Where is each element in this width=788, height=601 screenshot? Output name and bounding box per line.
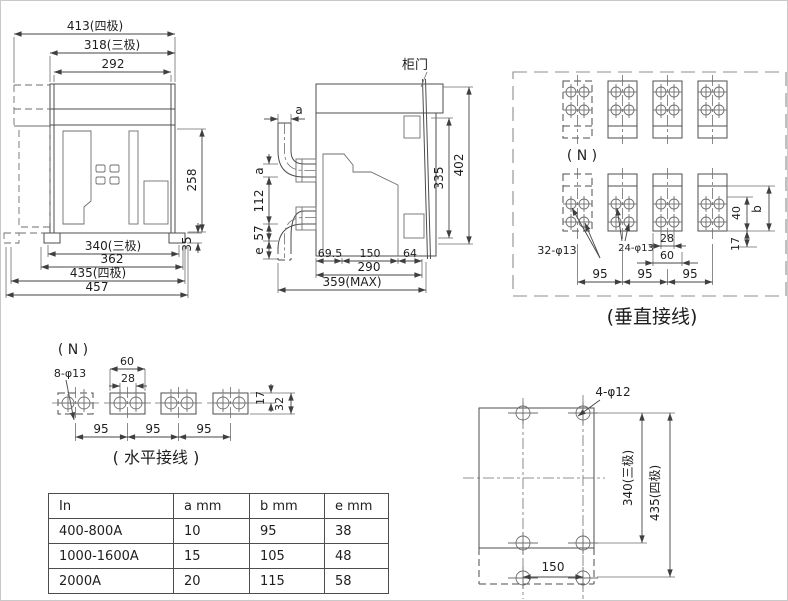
dim-28: 28 (121, 372, 135, 385)
dim-435-4pole: 435(四极) (648, 465, 662, 521)
dim-28: 28 (660, 232, 674, 245)
dim-57: 57 (252, 225, 266, 240)
horizontal-wiring-view: ( N ) 8-φ13 (52, 342, 295, 467)
hole-callout-8xd13: 8-φ13 (54, 367, 86, 380)
cell-b: 115 (249, 568, 325, 594)
dim-17: 17 (729, 237, 742, 251)
neutral-pole-label: ( N ) (58, 342, 88, 358)
dim-258: 258 (185, 169, 199, 192)
dim-359-max: 359(MAX) (322, 275, 381, 289)
cell-a: 20 (173, 568, 250, 594)
spec-table-header-row: In a mm b mm e mm (48, 493, 389, 519)
col-header-e: e mm (324, 493, 389, 519)
neutral-pole-label: ( N ) (567, 148, 597, 164)
dim-60: 60 (120, 355, 134, 368)
cell-b: 95 (249, 518, 325, 544)
horizontal-wiring-caption: ( 水平接线 ) (113, 448, 200, 467)
dim-64: 64 (403, 247, 417, 260)
dim-95-3: 95 (682, 267, 697, 281)
mounting-view: 4-φ12 340(三极) 435(四极) 150 (463, 385, 675, 599)
cabinet-door-label: 柜门 (402, 58, 428, 73)
dim-290: 290 (358, 260, 381, 274)
spec-table: In a mm b mm e mm 400-800A 10 95 38 1000… (48, 493, 389, 594)
cell-e: 38 (324, 518, 389, 544)
cell-in: 2000A (48, 568, 174, 594)
dim-95-1: 95 (93, 422, 108, 436)
cell-a: 15 (173, 543, 250, 569)
dim-318-3pole: 318(三极) (84, 38, 140, 52)
col-header-in: In (48, 493, 174, 519)
dim-335: 335 (432, 167, 446, 190)
dim-112: 112 (252, 190, 266, 213)
dim-435-4pole: 435(四极) (70, 266, 126, 280)
dim-e: e (252, 247, 266, 254)
dim-150: 150 (542, 560, 565, 574)
dim-95-3: 95 (196, 422, 211, 436)
hole-callout-24xd13: 24-φ13 (618, 243, 654, 254)
vertical-wiring-caption: (垂直接线) (607, 306, 698, 328)
dim-292: 292 (102, 57, 125, 71)
dim-402: 402 (452, 154, 466, 177)
dim-95-2: 95 (637, 267, 652, 281)
dim-69-5: 69.5 (318, 247, 343, 260)
dim-a-side: a (252, 167, 266, 174)
front-view (3, 83, 186, 244)
dim-95-2: 95 (145, 422, 160, 436)
dim-b: b (750, 205, 764, 213)
dim-32: 32 (273, 397, 286, 411)
vertical-wiring-view: ( N ) 32-φ13 24-φ13 (512, 71, 787, 328)
dim-362: 362 (101, 252, 124, 266)
table-row: 400-800A 10 95 38 (48, 518, 389, 544)
dim-95-1: 95 (592, 267, 607, 281)
cell-e: 48 (324, 543, 389, 569)
col-header-b: b mm (249, 493, 325, 519)
dim-60: 60 (660, 249, 674, 262)
dim-340-3pole: 340(三极) (85, 239, 141, 253)
cell-in: 400-800A (48, 518, 174, 544)
side-view: 柜门 (277, 58, 444, 261)
table-row: 2000A 20 115 58 (48, 568, 389, 594)
side-view-dimensions: a a 112 57 e 69.5 150 64 290 359(MAX) (252, 86, 473, 293)
dim-40: 40 (730, 206, 743, 220)
hole-callout-32xd13: 32-φ13 (537, 244, 576, 257)
dim-413-4pole: 413(四极) (67, 19, 123, 33)
dim-35: 35 (180, 236, 194, 251)
dim-340-3pole: 340(三极) (621, 450, 635, 506)
cell-in: 1000-1600A (48, 543, 174, 569)
dim-17: 17 (254, 391, 267, 405)
col-header-a: a mm (173, 493, 250, 519)
dim-150: 150 (360, 247, 381, 260)
front-view-dimensions: 413(四极) 318(三极) 292 258 340(三极) 35 362 4… (5, 19, 206, 298)
dim-457: 457 (86, 280, 109, 294)
dim-a-top: a (295, 103, 302, 117)
cell-a: 10 (173, 518, 250, 544)
cell-b: 105 (249, 543, 325, 569)
hole-callout-4xd12: 4-φ12 (595, 385, 630, 399)
cell-e: 58 (324, 568, 389, 594)
table-row: 1000-1600A 15 105 48 (48, 543, 389, 569)
